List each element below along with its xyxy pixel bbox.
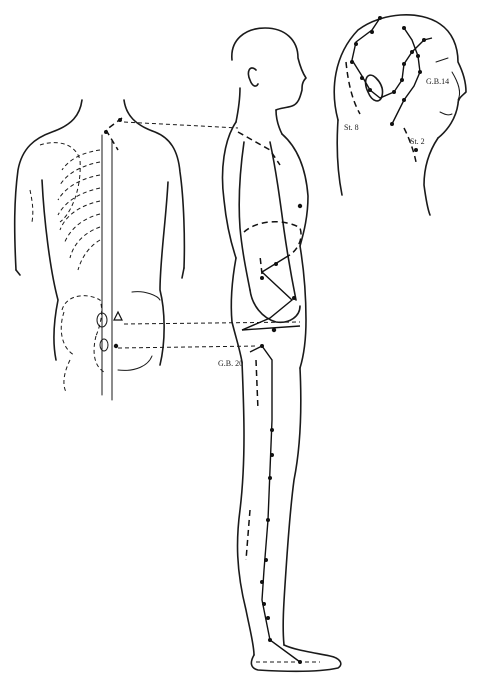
label-st8: St. 8 [344,123,359,132]
side-meridian-path [237,131,320,664]
label-gb20: G.B. 20 [218,359,243,368]
side-view-body [221,27,342,673]
label-st2: St. 2 [410,137,425,146]
connector-lines [117,121,301,349]
label-gb14: G.B.14 [426,77,449,86]
ribcage [57,149,101,271]
head-detail [333,14,467,216]
pelvis-outline [60,291,161,393]
back-view-torso [13,99,186,401]
